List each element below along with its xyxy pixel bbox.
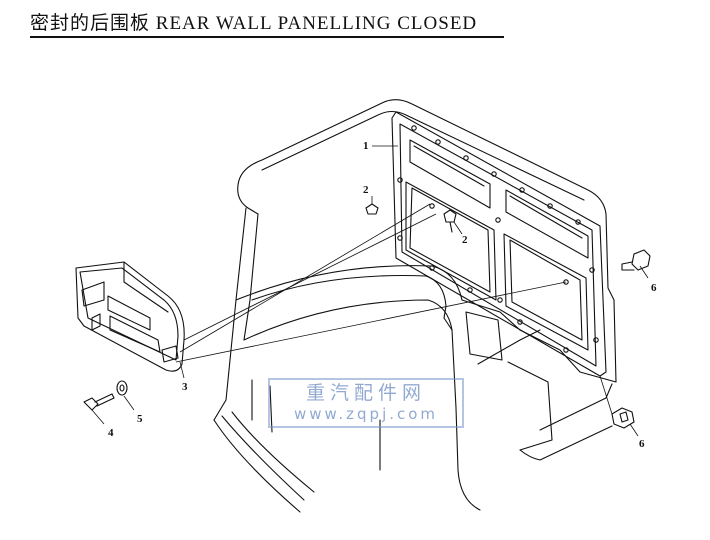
washer-part-5: [116, 380, 128, 396]
assembly-line-3-top: [179, 203, 431, 353]
fastener-part-6-lower: [611, 407, 635, 429]
title-underline: [30, 36, 504, 38]
leader-6a: [639, 265, 649, 279]
leader-lines: [91, 145, 649, 437]
watermark-text: 重汽配件网: [305, 382, 426, 404]
bolt-part-2: [365, 203, 457, 233]
callout-4: 4: [108, 427, 114, 439]
callout-5: 5: [137, 413, 143, 425]
screw-part-4: [83, 393, 115, 411]
rear-trim-panel: [75, 261, 185, 372]
title-chinese: 密封的后围板: [30, 13, 151, 34]
watermark: 重汽配件网 www.zqpj.com: [268, 378, 464, 428]
leader-4: [91, 409, 105, 425]
watermark-url: www.zqpj.com: [293, 405, 439, 423]
leader-6b: [629, 423, 639, 437]
assembly-line-3-bottom: [175, 281, 567, 363]
callout-6b: 6: [639, 438, 645, 450]
callout-6a: 6: [651, 282, 657, 294]
callout-2a: 2: [363, 184, 369, 196]
fastener-part-6-upper: [621, 249, 651, 271]
diagram-title: 密封的后围板 REAR WALL PANELLING CLOSED: [30, 8, 477, 35]
cab-body: [213, 99, 617, 513]
callout-2b: 2: [462, 234, 468, 246]
leader-3: [179, 361, 185, 379]
callout-1: 1: [363, 140, 369, 152]
leader-2b: [453, 221, 463, 235]
title-english: REAR WALL PANELLING CLOSED: [155, 13, 478, 34]
callout-3: 3: [182, 381, 188, 393]
rear-wall-panel: [391, 111, 607, 377]
leader-5: [123, 395, 135, 411]
